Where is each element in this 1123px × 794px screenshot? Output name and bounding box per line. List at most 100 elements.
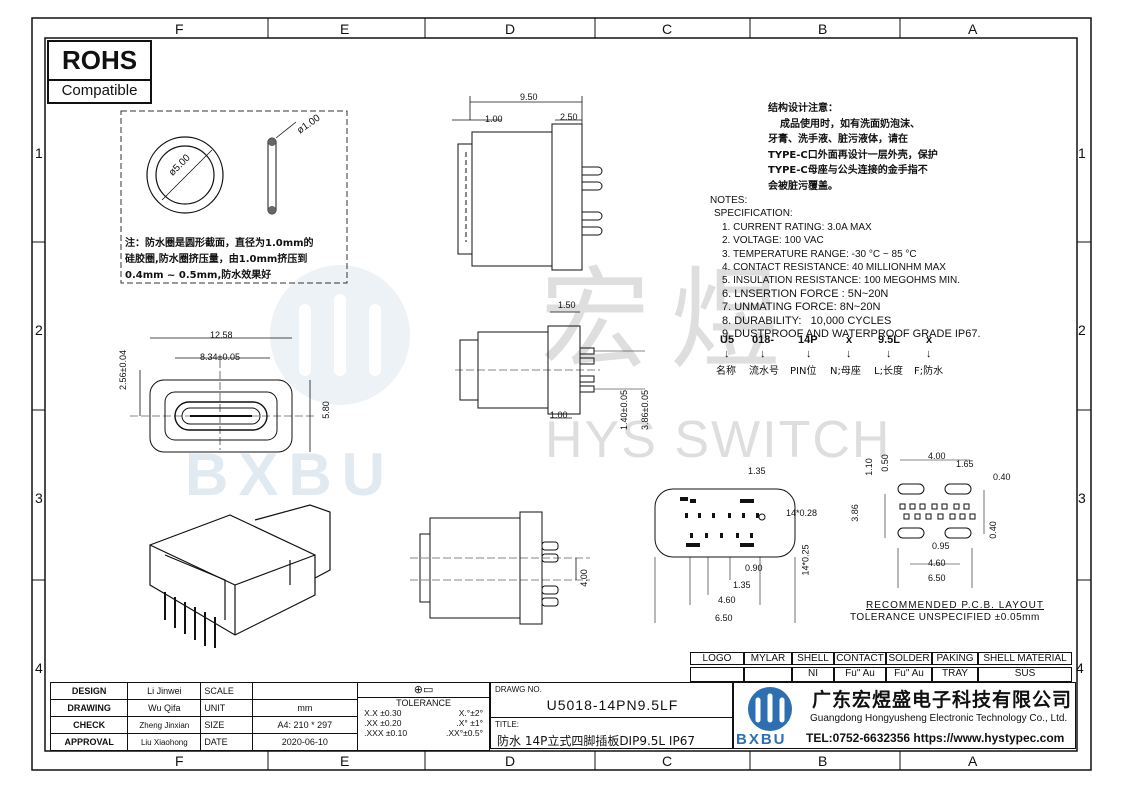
design-label: DESIGN [49,682,129,700]
dim-top-a: 1.00 [485,114,503,124]
tol-1b: X.°±2° [458,708,483,718]
watermark-en: HYS SWITCH [545,411,892,469]
seal-note-line-1: 注：防水圈是圆形截面，直径为1.0mm的 [125,238,314,249]
drawing-name: Wu Qifa [127,699,202,717]
date-label: DATE [200,733,253,751]
approval-name: Liu Xiaohong [127,733,202,751]
tol-3a: .XXX ±0.10 [364,728,408,738]
spec-item-1: 1. CURRENT RATING: 3.0A MAX [722,221,872,233]
dim-side-a: 1.50 [558,300,576,310]
spec-item-4: 4. CONTACT RESISTANCE: 40 MILLIONHM MAX [722,262,946,274]
mat-header-paking: PAKING [932,652,978,665]
drawg-no-value: U5018-14PN9.5LF [546,697,679,713]
zone-col-b-bottom: B [818,753,828,769]
part-code-1: U5 [720,334,735,346]
zone-col-d: D [505,21,516,37]
part-label-2: 流水号 [749,366,779,377]
watermark-emblem [270,265,410,405]
dim-lay-e: 1.10 [863,458,874,476]
mat-val-shell-material: SUS [978,667,1072,682]
dim-front-inner: 8.34±0.05 [200,352,240,362]
structure-note-line-5: 会被脏污覆盖。 [768,180,838,192]
mat-header-logo: LOGO [690,652,744,665]
drawing-number-block: DRAWG NO. U5018-14PN9.5LF TITLE: 防水 14P立… [490,682,734,749]
zone-row-3-right: 3 [1078,490,1086,506]
scale-label: SCALE [200,682,253,700]
dim-top-width: 9.50 [520,92,538,102]
dim-lay-i: 4.60 [928,558,946,568]
materials-header-row: LOGO MYLAR SHELL CONTACT SOLDER PAKING S… [690,652,1072,665]
mat-val-solder: Fu" Au [886,667,932,682]
company-logo-icon [748,687,792,731]
dim-lay-f: 3.86 [849,504,860,522]
tolerance-title: TOLERANCE [396,698,451,708]
company-name-cn: 广东宏煜盛电子科技有限公司 [812,689,1073,711]
dim-front-hl: 2.56±0.04 [117,350,128,390]
materials-value-row: NI Fu" Au Fu" Au TRAY SUS [690,667,1072,682]
mat-header-contact: CONTACT [834,652,886,665]
seal-note-line-2: 硅胶圈,防水圈挤压量，由1.0mm挤压到 [125,254,308,265]
dim-front-height: 5.80 [320,401,331,419]
isometric-view [149,504,331,648]
size-label: SIZE [200,716,253,734]
dim-pcb-a: 1.35 [748,466,766,476]
structure-note: 结构设计注意： 成品使用时，如有洗面奶泡沫、 牙膏、洗手液、脏污液体，请在 TY… [768,101,938,194]
tol-2a: .XX ±0.20 [364,718,402,728]
zone-col-a: A [968,21,978,37]
title-block-table: DESIGN Li Jinwei SCALE ⊕▭ TOLERANCE X.X … [49,682,490,751]
scale-value [251,682,359,700]
company-contact: TEL:0752-6632356 https://www.hystypec.co… [806,731,1065,745]
title-label: TITLE: [495,720,520,729]
mat-header-shell: SHELL [792,652,834,665]
dim-lay-h: 0.40 [987,521,998,539]
top-view [452,96,603,271]
side-view [455,311,645,419]
dim-bottom-h: 4.00 [578,569,589,587]
zone-row-4-right: 4 [1076,660,1084,676]
spec-item-7: 7. UNMATING FORCE: 8N~20N [722,301,881,314]
drawing-label: DRAWING [49,699,129,717]
rohs-badge: ROHS Compatible [47,40,152,104]
part-code-4: x [846,334,853,346]
pcb-layout-tolerance: TOLERANCE UNSPECIFIED ±0.05mm [850,612,1040,623]
drawg-no-label: DRAWG NO. [495,685,542,694]
zone-row-2: 2 [35,322,43,338]
dim-lay-d: 0.50 [879,454,890,472]
bottom-view [410,511,590,625]
dim-side-c: 1.40±0.05 [618,390,629,430]
part-label-3: PIN位 [790,366,817,377]
structure-note-line-3: TYPE-C口外面再设计一层外壳，保护 [768,149,938,161]
mat-header-solder: SOLDER [886,652,932,665]
dim-side-d: 3.86±0.05 [639,390,650,430]
zone-row-3: 3 [35,490,43,506]
zone-row-4: 4 [35,660,43,676]
spec-block: NOTES: SPECIFICATION: 1. CURRENT RATING:… [710,194,981,341]
zone-col-c-bottom: C [662,753,673,769]
dim-lay-a: 4.00 [928,451,946,461]
front-view [130,337,315,453]
part-code-arrows: ↓↓↓↓↓↓ [724,348,932,360]
part-code-6: x [926,334,933,346]
zone-col-b: B [818,21,828,37]
approval-label: APPROVAL [49,733,129,751]
mat-val-contact: Fu" Au [834,667,886,682]
mat-val-mylar [744,667,792,682]
tol-3b: .XX°±0.5° [446,728,483,738]
rohs-title: ROHS [49,42,150,81]
zone-col-e: E [340,21,350,37]
mat-val-logo [690,667,744,682]
zone-row-1: 1 [35,145,43,161]
tol-2b: .X° ±1° [456,718,483,728]
zone-col-f: F [175,21,184,37]
seal-detail [120,110,348,284]
pcb-layout-title: RECOMMENDED P.C.B. LAYOUT [866,600,1044,611]
check-name: Zheng Jinxian [127,716,202,734]
structure-note-title: 结构设计注意： [768,103,838,114]
dim-pcb-b: 14*0.28 [786,508,818,518]
part-code-labels: 名称 流水号 PIN位 N;母座 L;长度 F;防水 [716,362,956,377]
mat-val-paking: TRAY [932,667,978,682]
seal-note-line-3: 0.4mm ~ 0.5mm,防水效果好 [125,270,272,281]
part-label-4: N;母座 [830,366,861,377]
